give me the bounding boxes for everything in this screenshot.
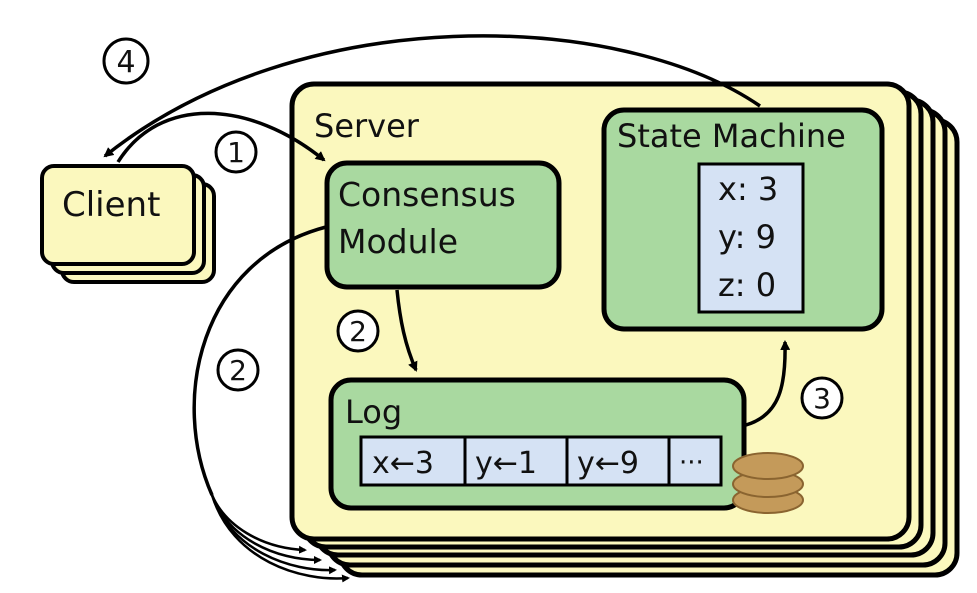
arrow-response-to-client bbox=[103, 34, 761, 158]
replication-arrows bbox=[192, 225, 350, 583]
server-label: Server bbox=[314, 107, 420, 145]
client-label: Client bbox=[62, 185, 160, 225]
state-value: x: 3 bbox=[718, 170, 778, 208]
consensus-module-label-line2: Module bbox=[338, 222, 458, 261]
log-entry-cell bbox=[463, 435, 569, 487]
log-entry: y←9 bbox=[577, 446, 639, 481]
state-machine-label: State Machine bbox=[617, 117, 846, 155]
log-entry-cell bbox=[565, 435, 671, 487]
log-entry-cell bbox=[667, 435, 723, 487]
svg-text:2: 2 bbox=[349, 315, 367, 348]
log-label: Log bbox=[345, 393, 402, 431]
state-value: y: 9 bbox=[718, 218, 776, 256]
svg-text:3: 3 bbox=[813, 382, 831, 415]
svg-text:2: 2 bbox=[229, 354, 247, 387]
step-badge-3: 3 bbox=[800, 376, 844, 420]
state-value: z: 0 bbox=[718, 266, 776, 304]
replication-arrow bbox=[192, 225, 327, 496]
disk-storage-icon bbox=[732, 452, 804, 514]
state-machine: State Machine x: 3 y: 9 z: 0 bbox=[601, 107, 885, 332]
svg-text:4: 4 bbox=[116, 45, 135, 80]
arrow-client-to-consensus bbox=[116, 111, 326, 163]
step-badge-1: 1 bbox=[214, 130, 258, 174]
client-box bbox=[40, 164, 196, 266]
log-entry: x←3 bbox=[372, 446, 434, 481]
state-values-box bbox=[697, 162, 805, 314]
step-badge-2-replicate: 2 bbox=[216, 348, 260, 392]
arrow-log-to-state-machine bbox=[745, 340, 791, 427]
consensus-module-box bbox=[324, 160, 562, 290]
arrow-consensus-to-log bbox=[395, 289, 418, 372]
log-entry: ··· bbox=[679, 448, 704, 478]
log-entry: y←1 bbox=[475, 446, 537, 481]
log-entry-cell bbox=[359, 435, 467, 487]
replication-arrow bbox=[210, 494, 350, 583]
log: Log x←3 y←1 y←9 ··· bbox=[328, 377, 747, 511]
client-stack: Client bbox=[40, 164, 216, 284]
step-badge-4: 4 bbox=[102, 37, 150, 85]
step-badge-2-log: 2 bbox=[336, 309, 380, 353]
consensus-module: Consensus Module bbox=[324, 160, 562, 290]
svg-text:1: 1 bbox=[227, 136, 245, 169]
consensus-module-label-line1: Consensus bbox=[338, 175, 516, 214]
